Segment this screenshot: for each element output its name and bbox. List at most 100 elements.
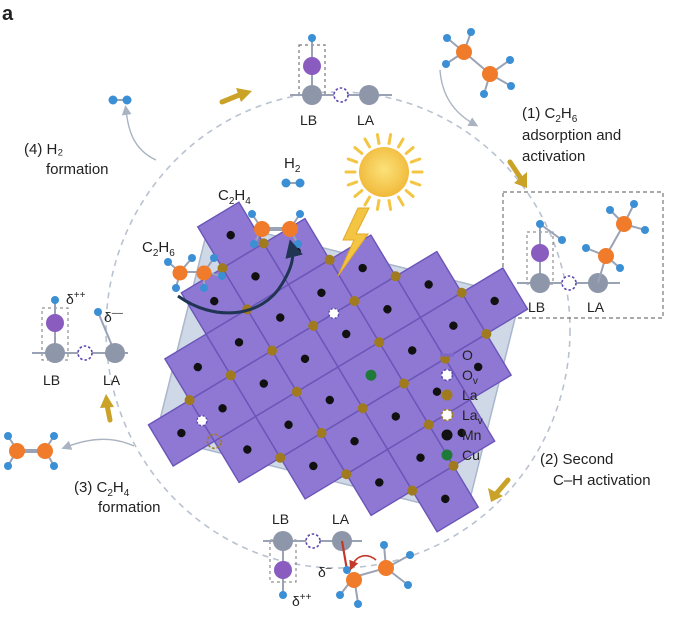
la-atom [217,263,228,274]
legend-marker [441,389,453,401]
svg-text:(4) H₂: (4) H₂ [24,141,63,158]
la-atom [184,395,195,406]
legend-item-o: O [440,347,473,363]
legend-label: O [462,347,473,363]
la-atom [291,386,302,397]
svg-text:LA: LA [332,511,350,527]
la-atom [275,452,286,463]
la-atom [374,337,385,348]
ethylene-release-arrow [61,438,135,450]
svg-text:LB: LB [528,299,545,315]
sun-ray [409,157,422,164]
mn-atom [300,354,310,363]
mn-atom [234,338,244,347]
sun-ray [363,195,371,207]
sun-ray [353,189,364,198]
site-bottom: LB LA δ– δ++ [263,511,414,609]
cycle-direction-arrows [100,88,527,502]
step-1-label: (1) C2H6 adsorption and activation [522,105,621,165]
legend-marker [441,429,453,441]
oxygen-vacancy [196,414,208,427]
ethane-molecule-top-right [442,28,515,98]
svg-text:δ–: δ– [318,563,332,580]
mn-atom [408,346,417,355]
legend-item-mn: Mn [441,427,481,443]
la-atom [398,378,409,389]
la-atom [225,370,236,381]
mn-atom [473,362,483,372]
step-4-label: (4) H₂ formation [24,141,109,178]
svg-text:(3) C2H4: (3) C2H4 [74,479,130,499]
mn-atom [177,428,186,438]
sun-ray [387,133,393,145]
svg-text:LB: LB [43,372,60,388]
step-3-label: (3) C2H4 formation [74,479,161,516]
mn-atom [226,230,235,240]
mn-atom [350,437,359,446]
sun-ray [404,146,415,155]
svg-text:(1) C2H6: (1) C2H6 [522,105,578,125]
la-atom [456,287,467,298]
legend-item-o-v: Ov [440,367,478,387]
mn-atom [391,412,400,421]
sun-ray [346,180,359,187]
mn-atom [358,263,367,273]
c2h4-label: C2H4 [218,187,251,207]
la-atom [324,254,335,265]
la-atom [407,485,418,496]
mn-atom [457,428,466,438]
la-atom [481,328,492,339]
mn-octahedra-grid [147,201,529,533]
svg-text:activation: activation [522,148,585,165]
step-2-label: (2) Second C–H activation [540,451,651,489]
site-top: LB LA [290,34,392,128]
la-atom [390,271,401,282]
c2h6-label: C2H6 [142,239,175,259]
h2-molecule-center [281,178,305,188]
svg-text:(2) Second: (2) Second [540,451,613,468]
mn-atom [317,288,326,297]
sun-ray [404,189,415,198]
legend-label: Lav [462,407,483,427]
mn-atom [441,494,450,504]
la-atom [308,320,319,331]
svg-text:δ––: δ–– [104,308,123,325]
svg-text:C–H activation: C–H activation [553,472,651,489]
svg-text:LA: LA [103,372,121,388]
legend-item-la: La [441,387,478,403]
ethylene-molecule-left [4,432,58,470]
svg-text:δ++: δ++ [66,290,86,307]
legend-item-la-v: Lav [440,407,483,427]
svg-text:δ++: δ++ [292,592,312,609]
sun-ray [375,199,381,211]
sun-ray [346,157,359,164]
cu-atom [365,369,377,381]
mn-atom [449,321,458,330]
sun-ray [397,137,405,149]
mn-atom [251,272,260,281]
la-atom [349,296,360,307]
h2-release-arrow [121,105,157,161]
legend-label: La [462,387,478,403]
legend-marker [440,368,454,382]
mn-atom [325,395,334,405]
legend-label: Ov [462,367,478,387]
sun-ray [353,146,364,155]
lightning-icon [337,207,370,277]
ethylene-molecule-center [248,210,304,248]
mn-atom [342,329,351,339]
oxygen-vacancy [328,307,340,320]
mn-atom [416,453,425,462]
mn-atom [218,404,227,413]
la-atom [258,238,269,249]
svg-text:formation: formation [46,161,109,178]
mn-atom [210,296,219,306]
svg-text:LA: LA [587,299,605,315]
legend-item-cu: Cu [441,447,480,463]
la-atom [267,345,278,356]
mn-atom [309,461,318,471]
mn-atom [375,478,384,487]
svg-text:LB: LB [272,511,289,527]
